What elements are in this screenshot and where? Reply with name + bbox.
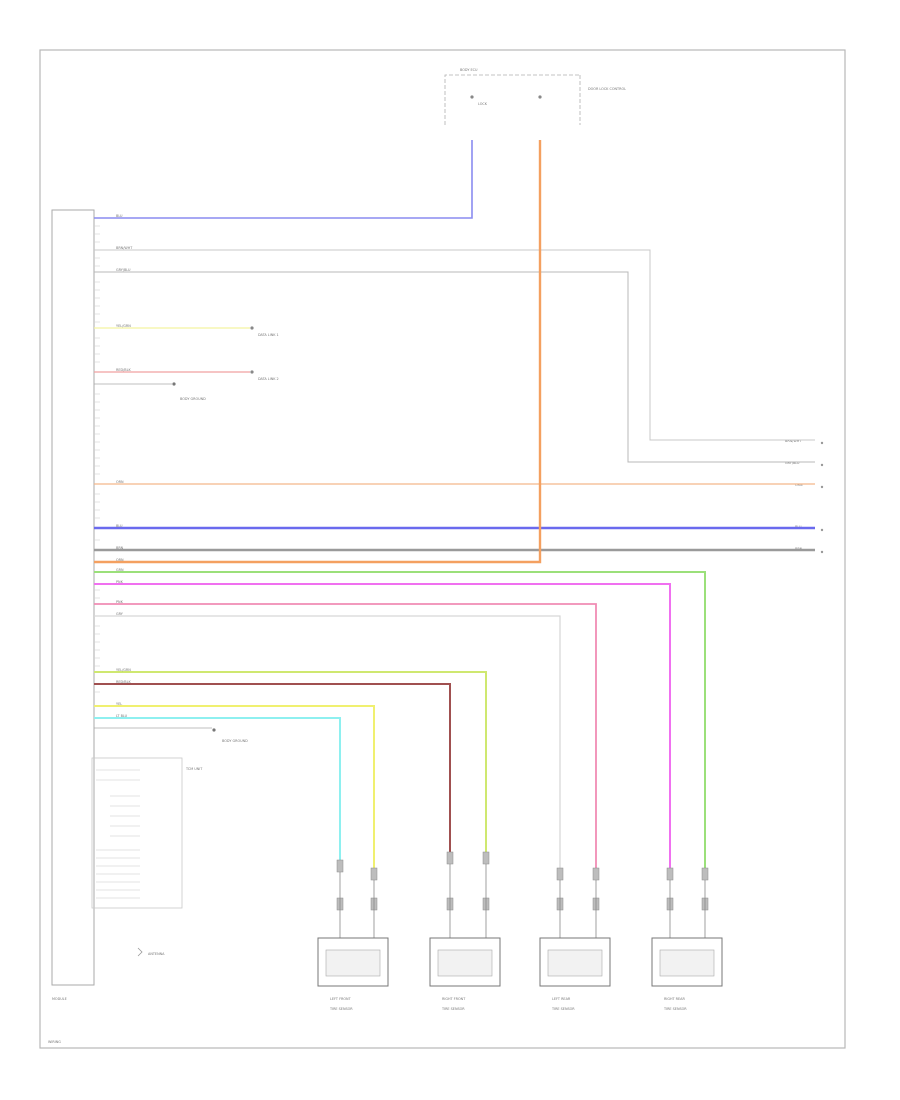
sensor-left-rear: LEFT REAR TIRE SENSOR bbox=[539, 937, 611, 1011]
sensor-right-rear: RIGHT REAR TIRE SENSOR bbox=[651, 937, 723, 1011]
sensor-sub: TIRE SENSOR bbox=[441, 1007, 465, 1011]
ground-label-2: BODY GROUND bbox=[222, 739, 248, 743]
sensor-label: RIGHT REAR bbox=[664, 997, 685, 1001]
top-connector-note: DOOR LOCK CONTROL bbox=[588, 87, 626, 91]
wire-label: GRY/BLU bbox=[116, 268, 131, 272]
ground-dot-1 bbox=[172, 382, 176, 386]
wire-label: BRN bbox=[116, 546, 124, 550]
wire-label: BRN/WHT bbox=[116, 246, 133, 250]
wire-label: RED/BLK bbox=[116, 368, 131, 372]
wire-label: GRY bbox=[116, 612, 124, 616]
top-connector-pin-a bbox=[470, 95, 474, 99]
page-footer: WIRING bbox=[48, 1040, 61, 1044]
sensor-sub: TIRE SENSOR bbox=[663, 1007, 687, 1011]
wire-ltblu-lf bbox=[94, 717, 341, 860]
wire-yel-grn-rf bbox=[94, 671, 487, 860]
wire-orn-main bbox=[94, 140, 542, 564]
wire-grn-rr bbox=[94, 571, 706, 870]
wire-label: PNK bbox=[116, 580, 124, 584]
wire-red-blk-rf bbox=[94, 683, 451, 860]
sensor-label: LEFT FRONT bbox=[330, 997, 352, 1001]
wire-label: PNK bbox=[116, 600, 124, 604]
wire-label: ORN bbox=[116, 558, 124, 562]
top-connector-bracket bbox=[444, 74, 580, 125]
wire-label: YEL/GRN bbox=[116, 668, 131, 672]
wire-brn-wht bbox=[94, 249, 815, 441]
wire-gry-blu bbox=[94, 271, 815, 463]
module-label: MODULE bbox=[52, 997, 67, 1001]
sensor-label: RIGHT FRONT bbox=[442, 997, 466, 1001]
antenna-label: ANTENNA bbox=[148, 952, 165, 956]
wire-yel-lf bbox=[94, 705, 375, 870]
wire-pnk-rr bbox=[94, 583, 671, 870]
sensor-left-front: LEFT FRONT TIRE SENSOR bbox=[317, 937, 389, 1011]
sensor-leads bbox=[339, 864, 706, 940]
wire-labels: BLU BRN/WHT GRY/BLU YEL/GRN RED/BLK ORN … bbox=[116, 214, 133, 718]
wire-blu-top bbox=[94, 140, 473, 219]
wire-label: RED/BLK bbox=[116, 680, 131, 684]
sensor-plugs bbox=[336, 851, 709, 911]
sensor-sub: TIRE SENSOR bbox=[329, 1007, 353, 1011]
right-label-2: GRY/BLU bbox=[785, 461, 800, 465]
data-link-label-1: DATA LINK 1 bbox=[258, 333, 279, 337]
wire-label: ORN bbox=[116, 480, 124, 484]
sensor-label: LEFT REAR bbox=[552, 997, 571, 1001]
wire-label: BLU bbox=[116, 524, 123, 528]
wire-label: YEL bbox=[116, 702, 122, 706]
sub-module-box bbox=[91, 757, 183, 909]
top-connector-pin-b bbox=[538, 95, 542, 99]
wire-label: LT BLU bbox=[116, 714, 128, 718]
top-connector-label: BODY ECU bbox=[460, 68, 478, 72]
module-pin-ticks bbox=[94, 225, 100, 693]
wire-label: GRN bbox=[116, 568, 124, 572]
wire-pnk-lr bbox=[94, 603, 597, 870]
right-edge-pin-marks bbox=[820, 441, 824, 554]
ground-dot-2 bbox=[212, 728, 216, 732]
sub-module-pins bbox=[96, 769, 140, 899]
wire-group bbox=[94, 140, 815, 870]
data-link-dot-2 bbox=[250, 370, 254, 374]
data-link-label-2: DATA LINK 2 bbox=[258, 377, 279, 381]
ground-label-1: BODY GROUND bbox=[180, 397, 206, 401]
top-ground-label: LOCK bbox=[478, 102, 488, 106]
sensor-sub: TIRE SENSOR bbox=[551, 1007, 575, 1011]
sub-module-label: TCM UNIT bbox=[185, 767, 203, 771]
right-label-1: BRN/WHT bbox=[785, 439, 802, 443]
sensor-right-front: RIGHT FRONT TIRE SENSOR bbox=[429, 937, 501, 1011]
antenna-icon bbox=[137, 947, 143, 957]
wire-gry-lr bbox=[94, 615, 561, 870]
data-link-dot-1 bbox=[250, 326, 254, 330]
diagram-frame bbox=[39, 49, 846, 1049]
wire-label: YEL/GRN bbox=[116, 324, 131, 328]
control-module-box bbox=[51, 209, 95, 986]
wire-label: BLU bbox=[116, 214, 123, 218]
right-label-3: ORN bbox=[795, 483, 803, 487]
